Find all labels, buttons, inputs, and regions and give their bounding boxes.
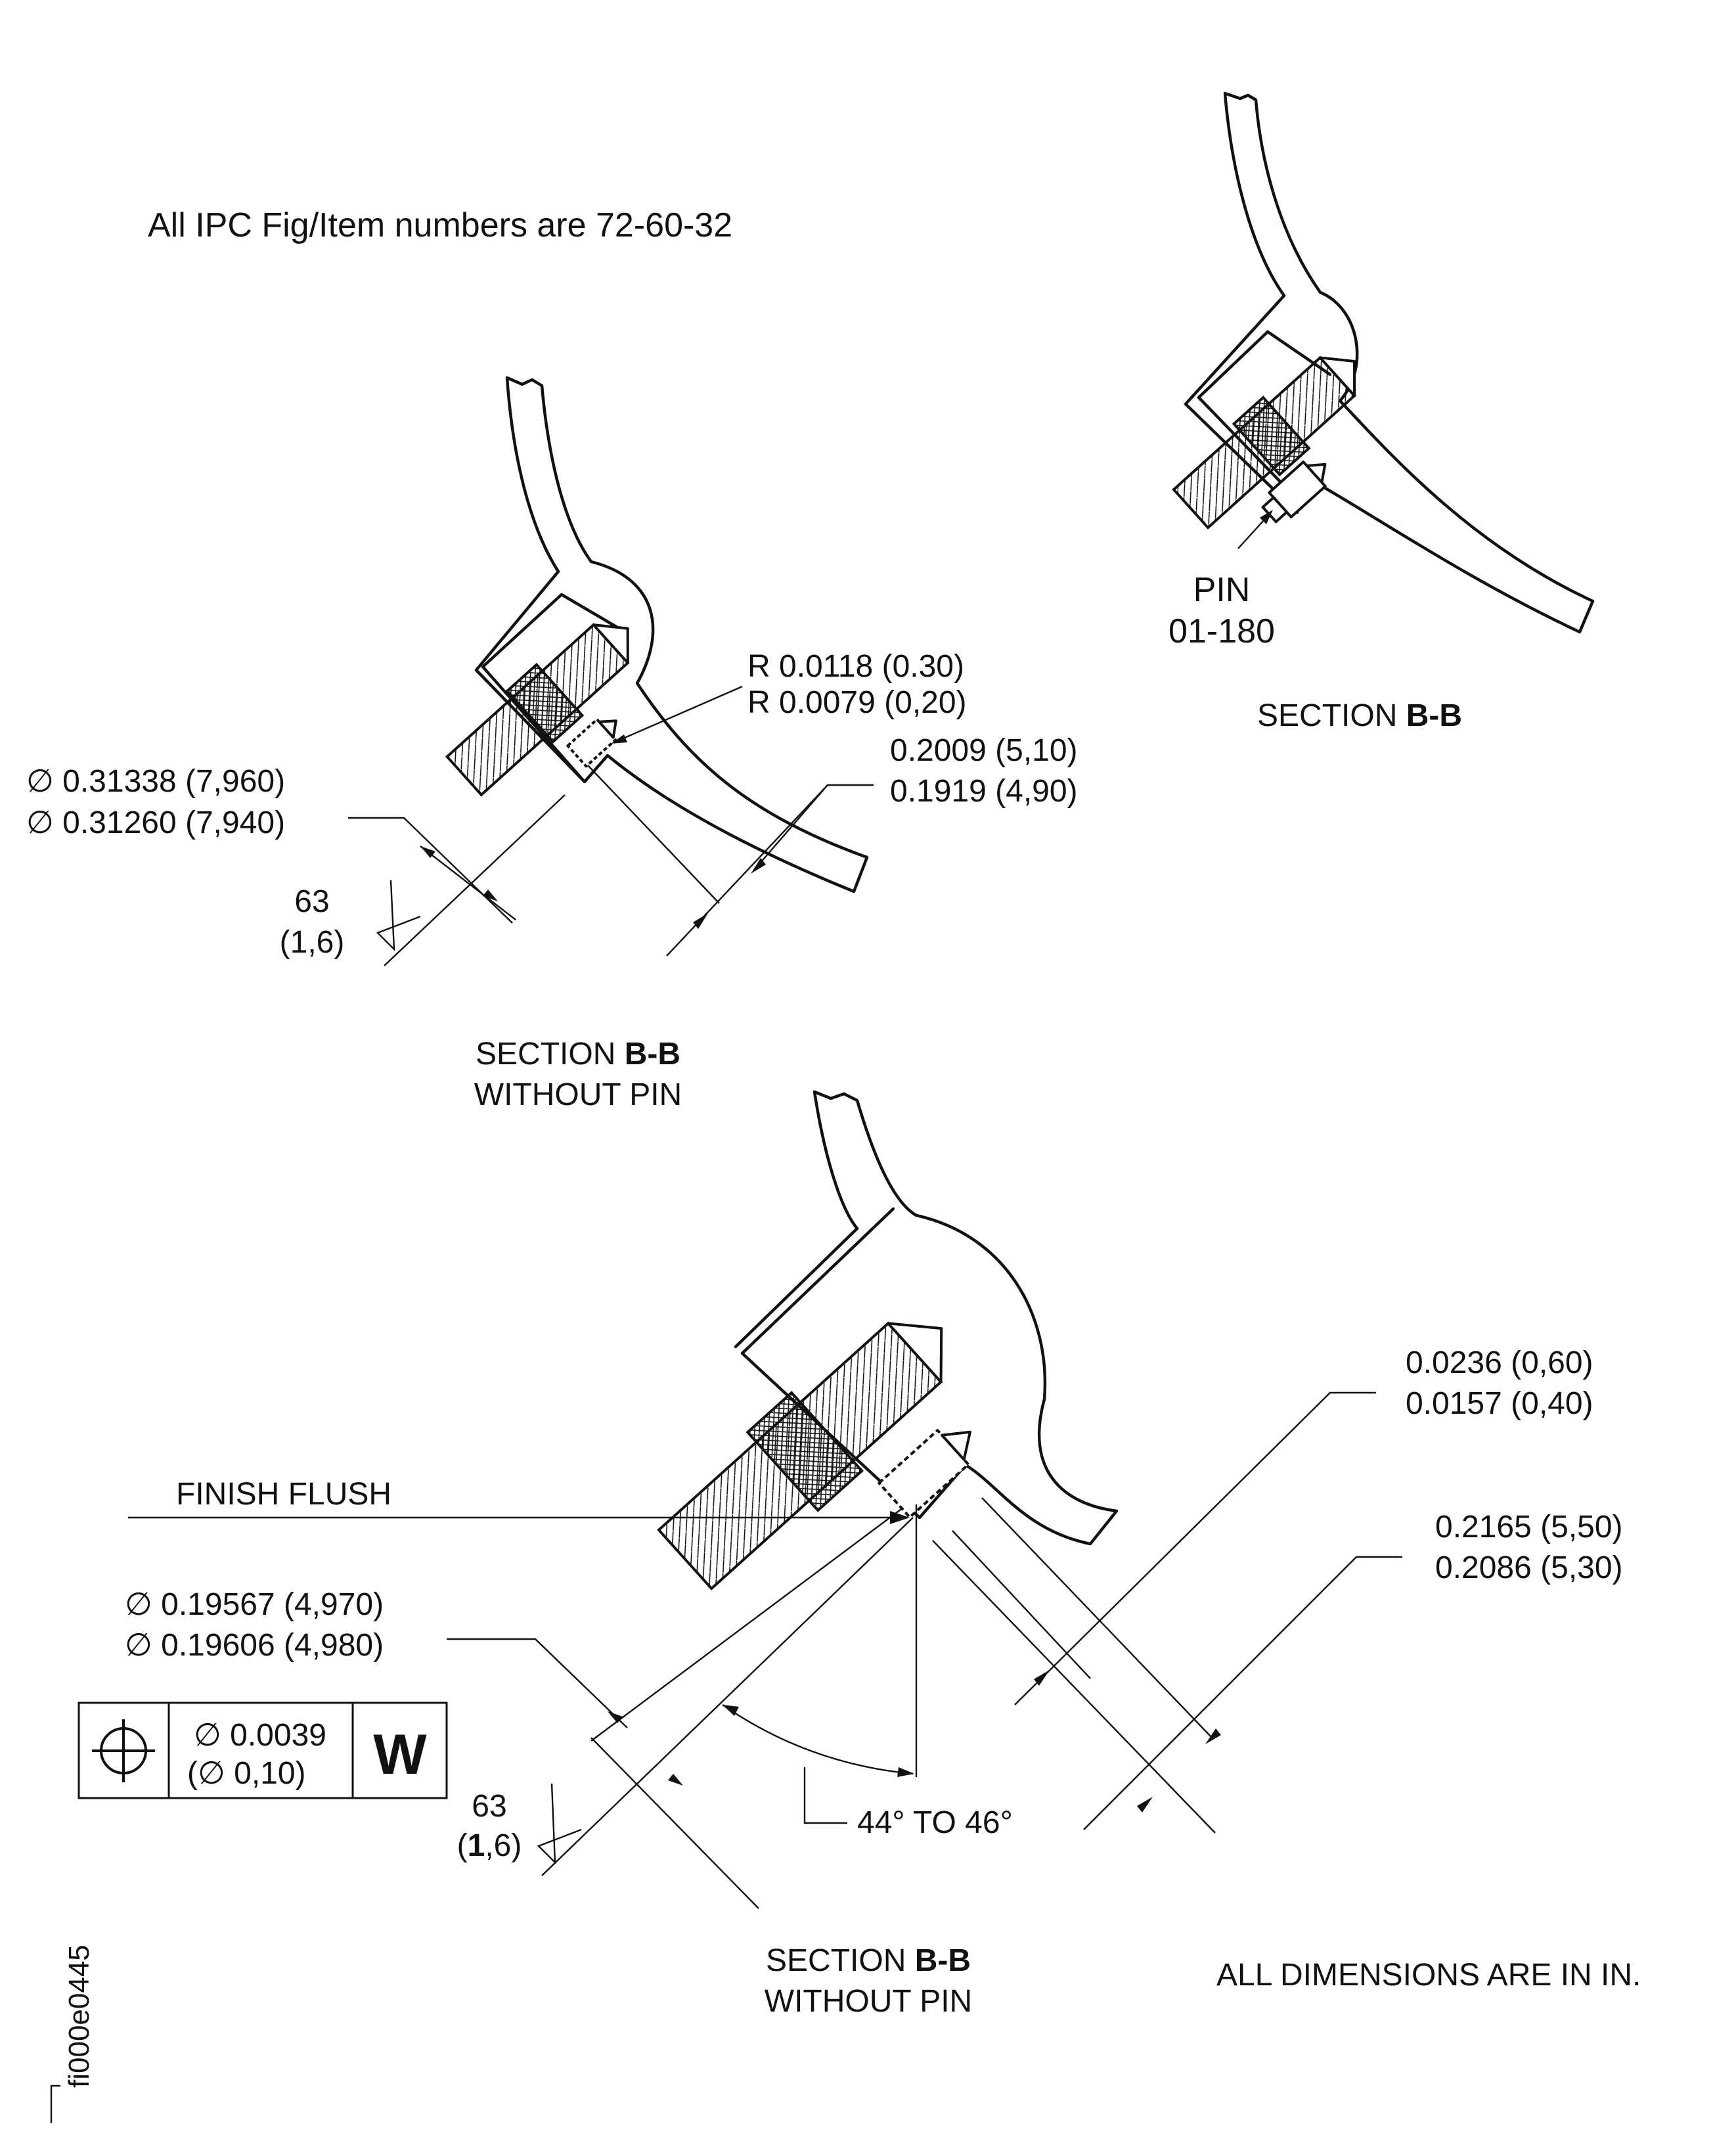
pin-label: PIN bbox=[1193, 571, 1251, 609]
surface-finish-value: 63 bbox=[472, 1789, 506, 1824]
diameter-min: ∅ 0.31260 (7,940) bbox=[26, 805, 285, 840]
feature-control-frame: ∅ 0.0039 (∅ 0,10) W bbox=[78, 1702, 448, 1799]
ipc-reference-note: All IPC Fig/Item numbers are 72-60-32 bbox=[148, 206, 732, 244]
stud-nut bbox=[505, 662, 585, 744]
finish-flush-label: FINISH FLUSH bbox=[176, 1477, 391, 1512]
depth1-min: 0.0157 (0,40) bbox=[1406, 1386, 1593, 1421]
section-bb-title-bottom: SECTION B-B bbox=[766, 1943, 971, 1978]
position-icon bbox=[92, 1719, 155, 1782]
stud-tip bbox=[592, 623, 629, 665]
stud-tip bbox=[1318, 356, 1356, 397]
figure-id-block: fi000e0445 bbox=[50, 1945, 95, 2123]
diameter-b: ∅ 0.19606 (4,980) bbox=[125, 1628, 384, 1663]
depth2-min: 0.2086 (5,30) bbox=[1435, 1550, 1623, 1585]
stud-nut bbox=[746, 1391, 864, 1512]
radius-max: R 0.0118 (0.30) bbox=[747, 649, 964, 684]
position-tolerance-metric: (∅ 0,10) bbox=[187, 1756, 306, 1791]
surface-finish-symbol bbox=[376, 880, 421, 952]
pin-bore bbox=[566, 718, 617, 768]
stud-bolt bbox=[657, 1321, 943, 1590]
depth2-max: 0.2165 (5,50) bbox=[1435, 1510, 1623, 1544]
section-bb-without-pin-view-1: R 0.0118 (0.30) R 0.0079 (0,20) 0.2009 (… bbox=[26, 376, 1078, 1112]
pin bbox=[1261, 461, 1327, 524]
depth-max: 0.2009 (5,10) bbox=[890, 733, 1078, 768]
diameter-a: ∅ 0.19567 (4,970) bbox=[125, 1587, 384, 1622]
stud-nut bbox=[1232, 395, 1311, 477]
radius-min: R 0.0079 (0,20) bbox=[747, 685, 967, 720]
section-subtitle-bottom: WITHOUT PIN bbox=[765, 1984, 972, 2019]
section-bb-with-pin-view: PIN 01-180 SECTION B-B bbox=[1168, 91, 1595, 733]
depth1-max: 0.0236 (0,60) bbox=[1406, 1345, 1593, 1380]
section-bb-without-pin-view-2: FINISH FLUSH 0.0236 (0,60) 0.0157 (0,40)… bbox=[78, 1090, 1623, 2019]
section-bb-title-middle: SECTION B-B bbox=[476, 1037, 680, 1071]
stud-bolt bbox=[1172, 355, 1356, 530]
surface-finish-metric: (1,6) bbox=[280, 925, 345, 960]
stud-bolt bbox=[445, 623, 630, 797]
section-subtitle-middle: WITHOUT PIN bbox=[474, 1077, 682, 1112]
pin-bore bbox=[878, 1429, 971, 1519]
stud-tip bbox=[887, 1322, 943, 1384]
depth-min: 0.1919 (4,90) bbox=[890, 774, 1078, 809]
datum-reference: W bbox=[373, 1723, 427, 1786]
casing-strut-outline bbox=[734, 1090, 1119, 1546]
position-tolerance: ∅ 0.0039 bbox=[194, 1718, 326, 1753]
pin-ref: 01-180 bbox=[1168, 612, 1275, 650]
surface-finish-symbol bbox=[537, 1783, 582, 1865]
surface-finish-value: 63 bbox=[294, 884, 329, 919]
surface-finish-metric: (1,6) bbox=[457, 1828, 522, 1863]
figure-id: fi000e0445 bbox=[63, 1945, 95, 2088]
casing-strut-outline bbox=[1184, 91, 1595, 634]
section-bb-title-top: SECTION B-B bbox=[1257, 698, 1462, 733]
diameter-max: ∅ 0.31338 (7,960) bbox=[26, 764, 285, 799]
casing-strut-outline bbox=[474, 376, 869, 893]
units-note: ALL DIMENSIONS ARE IN IN. bbox=[1216, 1958, 1641, 1993]
angle-dimension: 44° TO 46° bbox=[857, 1805, 1013, 1840]
